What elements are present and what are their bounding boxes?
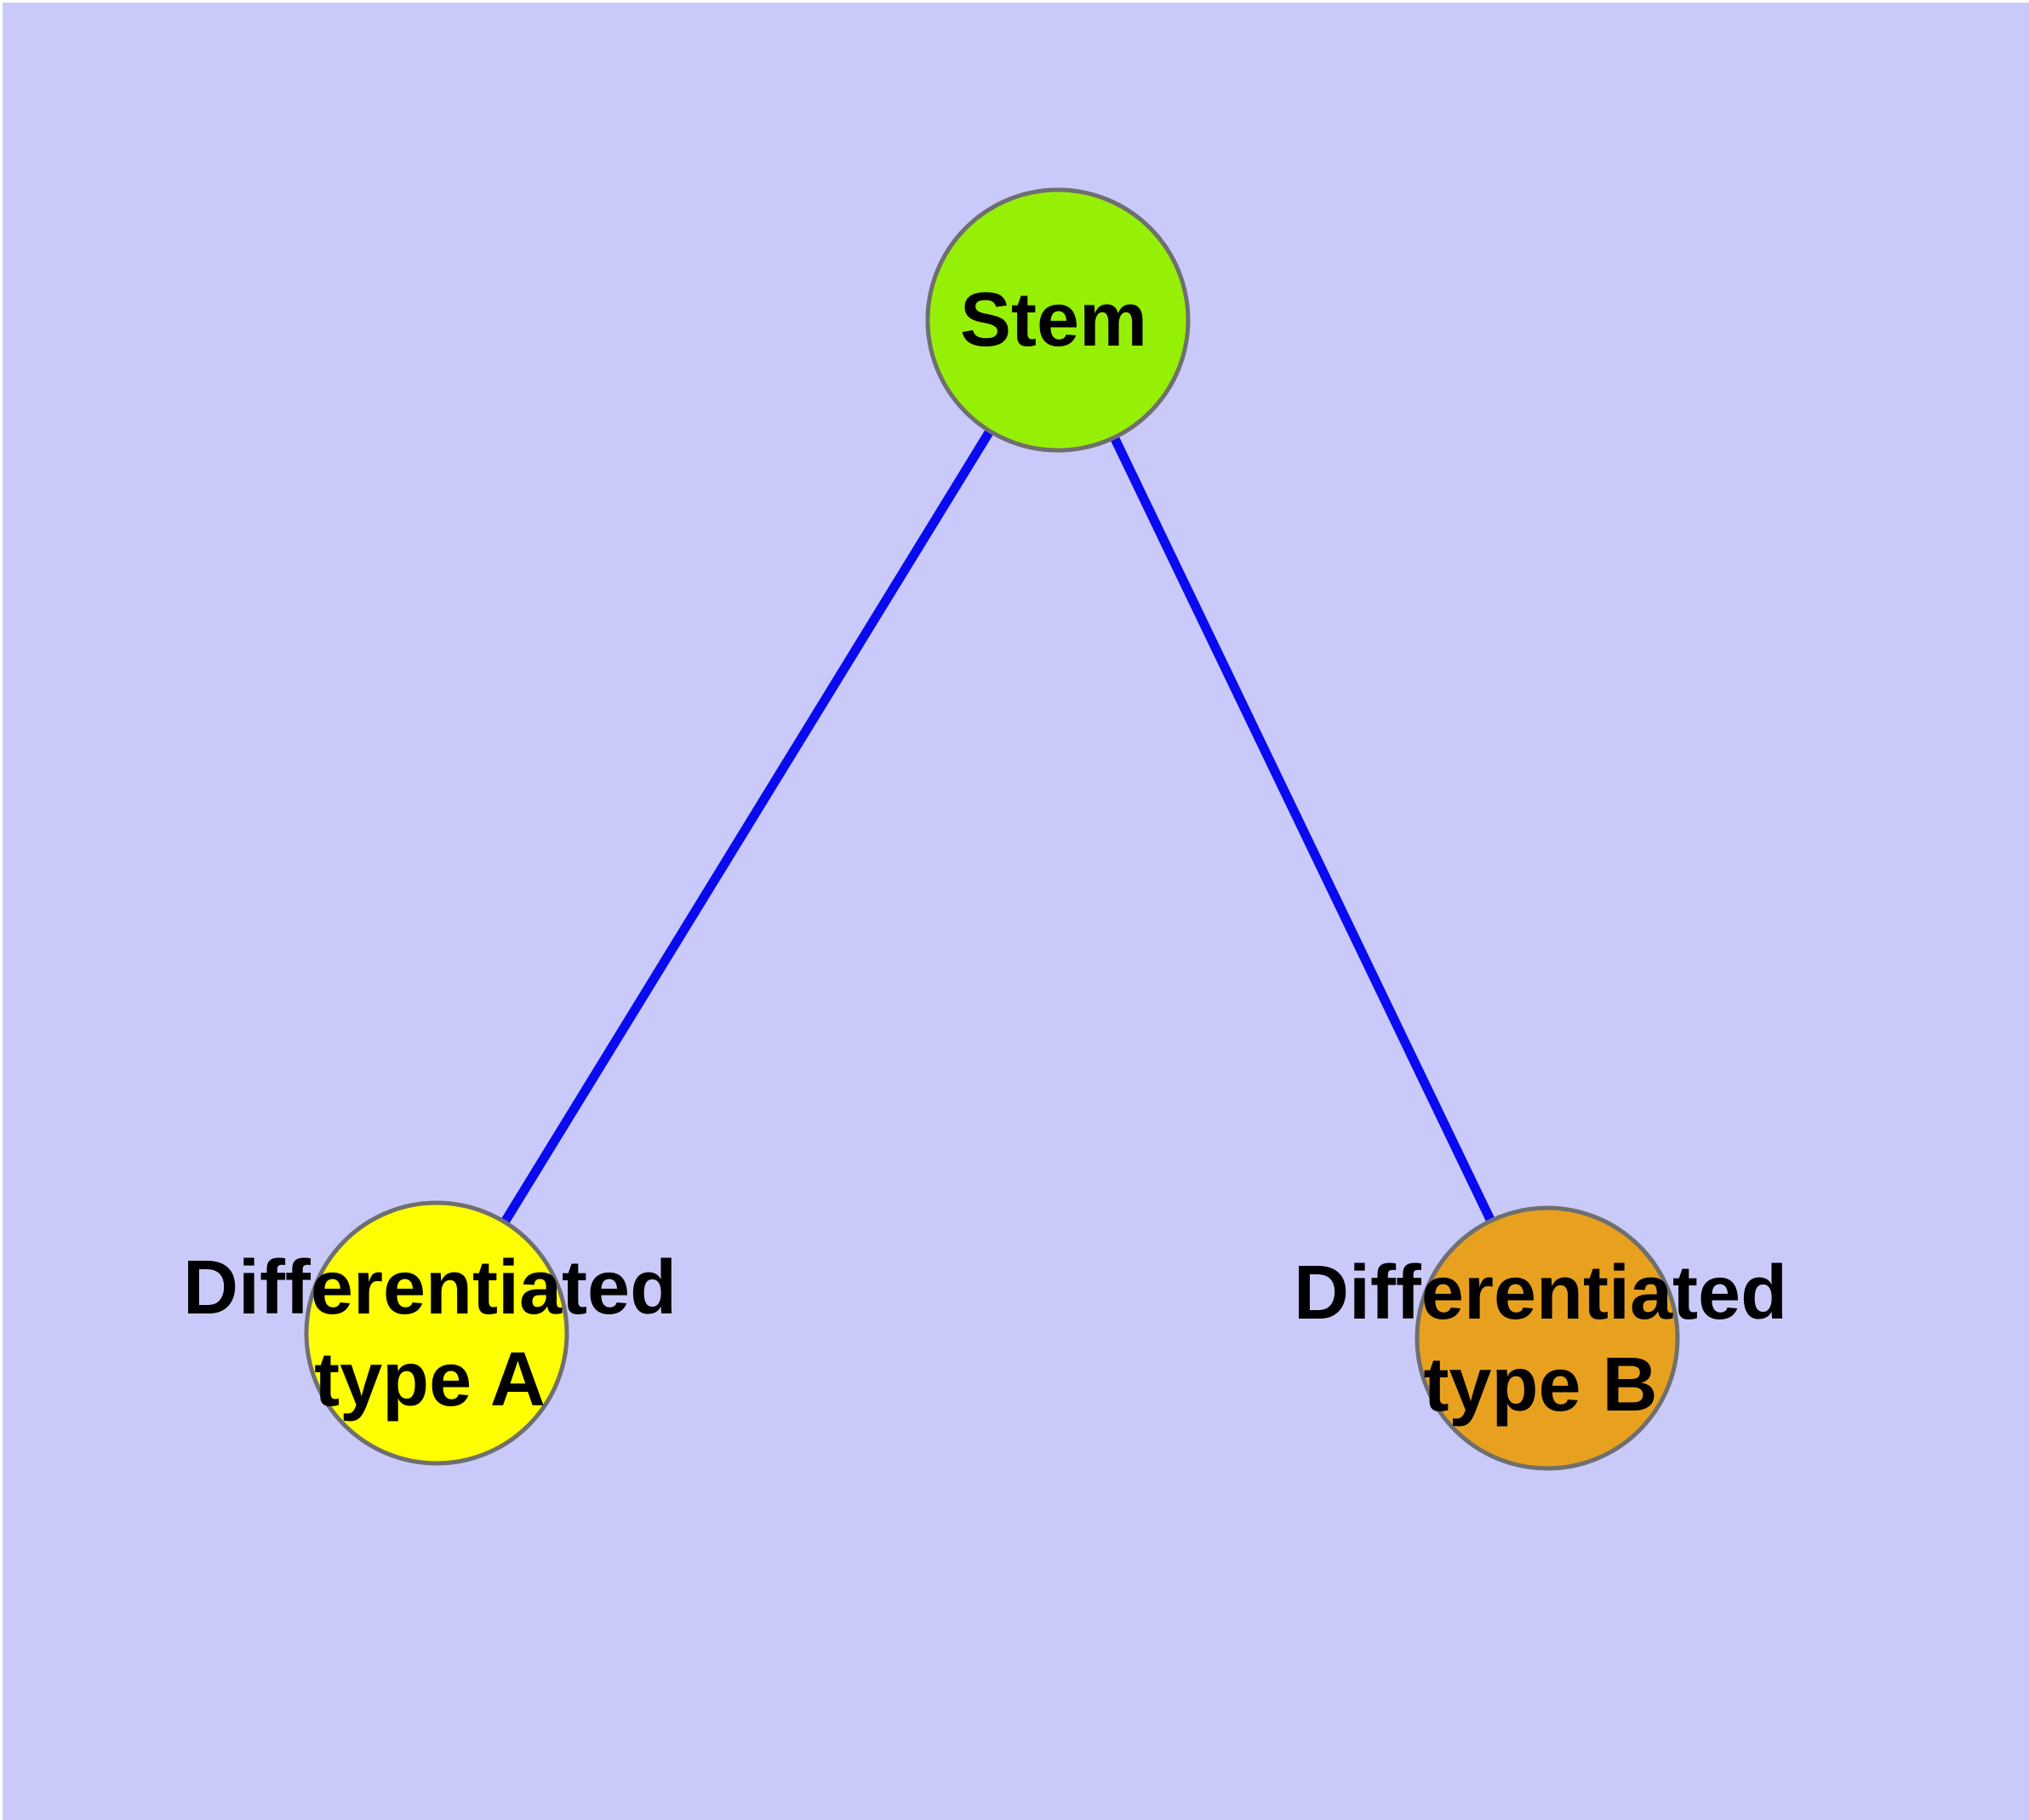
edge-stem-to-type-a: [432, 318, 1062, 1336]
node-label-differentiated-type-b: Differentiated type B: [1293, 1251, 1788, 1428]
node-label-stem: Stem: [959, 278, 1148, 363]
node-label-differentiated-type-a: Differentiated type A: [182, 1245, 677, 1422]
node-stem: [925, 187, 1191, 453]
node-differentiated-type-a: [304, 1200, 569, 1466]
edge-stem-to-type-b: [1054, 318, 1552, 1341]
node-differentiated-type-b: [1415, 1205, 1680, 1471]
